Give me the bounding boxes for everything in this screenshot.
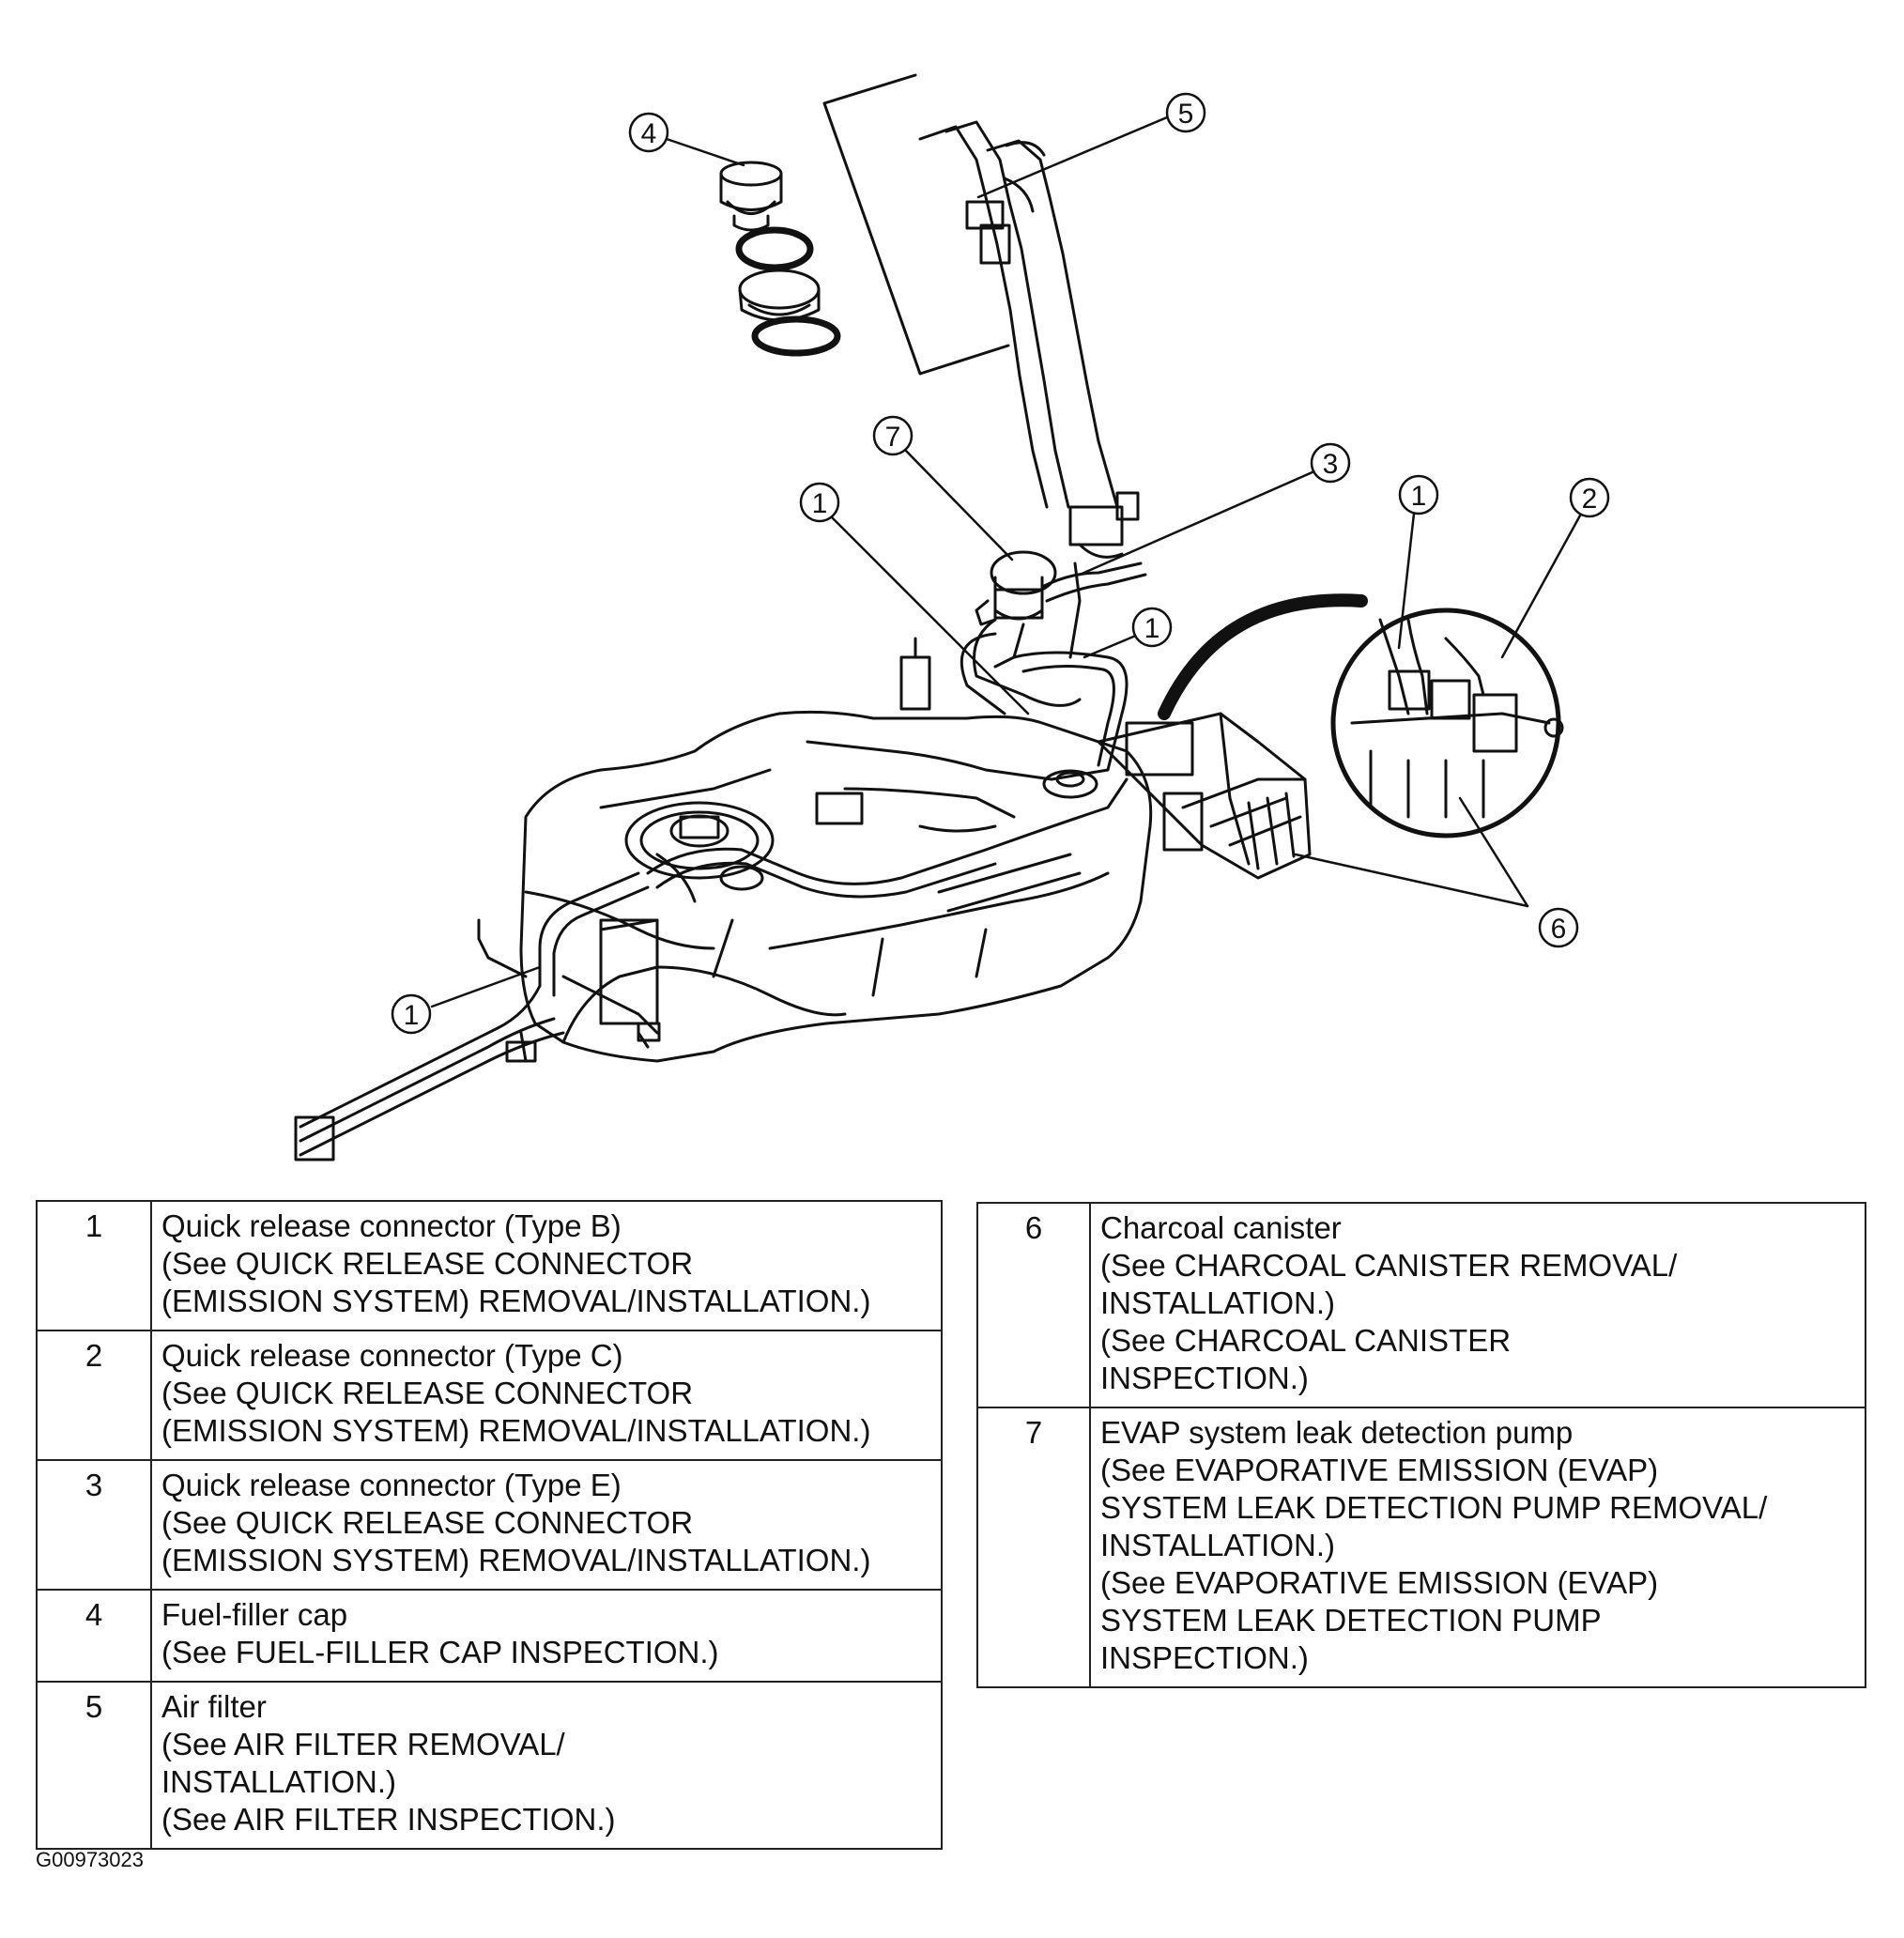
- callout-1-center-label: 1: [812, 488, 828, 519]
- legend-line: SYSTEM LEAK DETECTION PUMP REMOVAL/: [1100, 1490, 1768, 1525]
- callout-6-label: 6: [1551, 914, 1567, 945]
- legend-line: (See AIR FILTER INSPECTION.): [161, 1802, 616, 1837]
- fuel-system-diagram: 4 5 7 3 1 1 1 2: [294, 73, 1610, 1161]
- legend-row-4: 4 Fuel-filler cap (See FUEL-FILLER CAP I…: [36, 1589, 943, 1683]
- legend-row-3: 3 Quick release connector (Type E) (See …: [36, 1459, 943, 1591]
- legend-number: 2: [36, 1330, 152, 1461]
- legend-line: INSPECTION.): [1100, 1361, 1309, 1395]
- legend-number: 4: [36, 1589, 152, 1683]
- legend-line: (See QUICK RELEASE CONNECTOR: [161, 1246, 694, 1281]
- legend-line: (EMISSION SYSTEM) REMOVAL/INSTALLATION.): [161, 1413, 871, 1448]
- detail-view-arrow: [1158, 593, 1368, 720]
- callout-1-left-label: 1: [404, 1000, 420, 1031]
- legend-description: Air filter (See AIR FILTER REMOVAL/ INST…: [150, 1681, 943, 1850]
- legend-number: 7: [976, 1407, 1091, 1688]
- callout-6: 6: [1538, 907, 1579, 948]
- callout-5: 5: [1165, 92, 1206, 133]
- legend-line: Charcoal canister: [1100, 1210, 1342, 1245]
- legend-number: 6: [976, 1202, 1091, 1408]
- legend-line: INSTALLATION.): [1100, 1528, 1335, 1562]
- fuel-tank: [519, 637, 1153, 1063]
- legend-description: Fuel-filler cap (See FUEL-FILLER CAP INS…: [150, 1589, 943, 1683]
- legend-description: EVAP system leak detection pump (See EVA…: [1089, 1407, 1866, 1688]
- callout-3-label: 3: [1323, 449, 1339, 480]
- figure-code: G00973023: [36, 1848, 144, 1871]
- callout-4-label: 4: [641, 118, 657, 149]
- legend-line: (See CHARCOAL CANISTER: [1100, 1323, 1512, 1358]
- legend-line: (See QUICK RELEASE CONNECTOR: [161, 1376, 694, 1410]
- callout-3: 3: [1310, 442, 1351, 484]
- legend-line: INSTALLATION.): [161, 1764, 396, 1799]
- legend-number: 1: [36, 1200, 152, 1331]
- callout-1-center: 1: [799, 482, 840, 523]
- callout-1-right-label: 1: [1144, 613, 1160, 644]
- callout-7-label: 7: [885, 422, 901, 453]
- callout-4: 4: [628, 112, 669, 153]
- legend-number: 3: [36, 1459, 152, 1591]
- legend-table-left: 1 Quick release connector (Type B) (See …: [36, 1200, 943, 1850]
- legend-description: Quick release connector (Type B) (See QU…: [150, 1200, 943, 1331]
- legend-line: (See QUICK RELEASE CONNECTOR: [161, 1505, 694, 1540]
- fuel-filler-cap-parts: [719, 161, 841, 357]
- charcoal-canister: [1097, 712, 1312, 880]
- callout-2: 2: [1569, 477, 1610, 518]
- callout-5-label: 5: [1178, 99, 1194, 130]
- legend-description: Quick release connector (Type E) (See QU…: [150, 1459, 943, 1591]
- fuel-lines: [294, 777, 1129, 1161]
- legend-line: SYSTEM LEAK DETECTION PUMP: [1100, 1603, 1602, 1638]
- callout-1-detail-label: 1: [1411, 481, 1427, 512]
- legend-line: (See CHARCOAL CANISTER REMOVAL/: [1100, 1248, 1678, 1283]
- legend-line: (See AIR FILTER REMOVAL/: [161, 1727, 565, 1761]
- legend-line: EVAP system leak detection pump: [1100, 1415, 1574, 1450]
- legend-line: (See EVAPORATIVE EMISSION (EVAP): [1100, 1453, 1659, 1487]
- callout-7: 7: [872, 415, 914, 456]
- callout-1-left: 1: [391, 993, 432, 1035]
- callout-1-detail: 1: [1398, 474, 1439, 515]
- legend-description: Quick release connector (Type C) (See QU…: [150, 1330, 943, 1461]
- legend-row-5: 5 Air filter (See AIR FILTER REMOVAL/ IN…: [36, 1681, 943, 1850]
- legend-description: Charcoal canister (See CHARCOAL CANISTER…: [1089, 1202, 1866, 1408]
- legend-line: Quick release connector (Type E): [161, 1468, 622, 1502]
- legend-row-1: 1 Quick release connector (Type B) (See …: [36, 1200, 943, 1331]
- exploded-view-frame: [822, 73, 1010, 376]
- legend-table-right: 6 Charcoal canister (See CHARCOAL CANIST…: [976, 1202, 1866, 1688]
- legend-row-6: 6 Charcoal canister (See CHARCOAL CANIST…: [976, 1202, 1866, 1408]
- legend-line: Fuel-filler cap: [161, 1597, 348, 1632]
- legend-line: (See FUEL-FILLER CAP INSPECTION.): [161, 1635, 719, 1669]
- legend-number: 5: [36, 1681, 152, 1850]
- filler-neck-and-air-filter: [918, 120, 1140, 559]
- canister-connector-detail-view: [1330, 608, 1564, 838]
- callout-2-label: 2: [1582, 484, 1598, 515]
- legend-line: (See EVAPORATIVE EMISSION (EVAP): [1100, 1565, 1659, 1600]
- callout-1-right: 1: [1131, 607, 1173, 648]
- legend-line: INSTALLATION.): [1100, 1285, 1335, 1320]
- legend-line: (EMISSION SYSTEM) REMOVAL/INSTALLATION.): [161, 1543, 871, 1577]
- callout-labels: 4 5 7 3 1 1 1 2: [391, 92, 1610, 1035]
- legend-row-2: 2 Quick release connector (Type C) (See …: [36, 1330, 943, 1461]
- evap-leak-detection-pump: [975, 550, 1057, 669]
- legend-row-7: 7 EVAP system leak detection pump (See E…: [976, 1407, 1866, 1688]
- legend-line: Air filter: [161, 1689, 267, 1724]
- callout-leader-lines: [430, 115, 1582, 1008]
- legend-line: (EMISSION SYSTEM) REMOVAL/INSTALLATION.): [161, 1284, 871, 1318]
- legend-line: INSPECTION.): [1100, 1640, 1309, 1675]
- legend-line: Quick release connector (Type B): [161, 1208, 622, 1243]
- legend-line: Quick release connector (Type C): [161, 1338, 623, 1373]
